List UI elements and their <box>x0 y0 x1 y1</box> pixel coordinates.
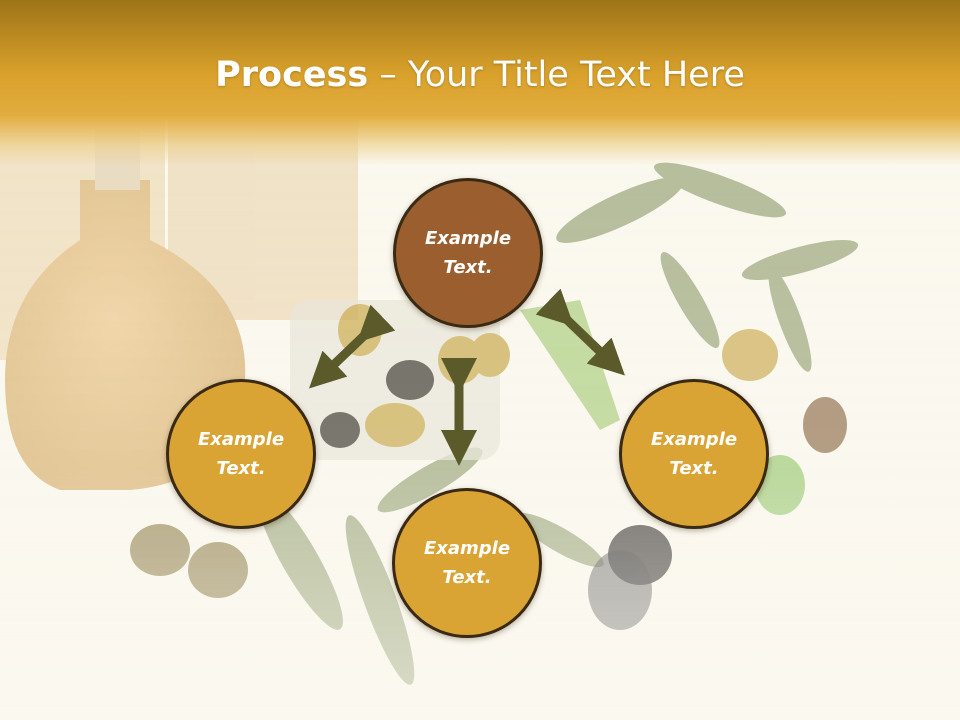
title-rest: – Your Title Text Here <box>368 55 745 95</box>
process-node-left: Example Text. <box>166 379 316 529</box>
title-bar <box>0 0 960 165</box>
process-node-right: Example Text. <box>619 379 769 529</box>
process-node-bottom: Example Text. <box>392 488 542 638</box>
node-right-label: Example Text. <box>650 429 738 479</box>
node-left-label: Example Text. <box>197 429 285 479</box>
slide-title: Process – Your Title Text Here <box>0 52 960 98</box>
title-strong: Process <box>215 55 369 95</box>
arrow-top-right <box>535 288 625 376</box>
process-node-top: Example Text. <box>393 178 543 328</box>
arrow-top-left <box>309 304 396 389</box>
node-bottom-label: Example Text. <box>423 538 511 588</box>
node-top-label: Example Text. <box>424 228 512 278</box>
